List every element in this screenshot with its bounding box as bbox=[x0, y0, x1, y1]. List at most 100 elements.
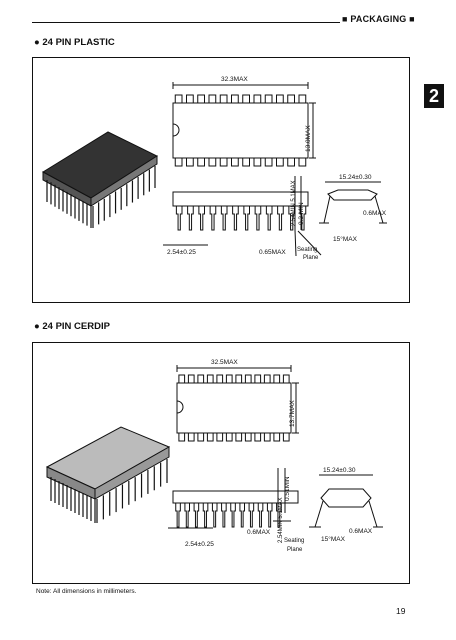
pin-lead bbox=[232, 205, 239, 231]
pin-lead bbox=[266, 502, 273, 528]
pin-lead bbox=[248, 502, 255, 528]
pin-outline bbox=[282, 374, 290, 384]
pin-lead bbox=[175, 205, 183, 231]
plastic-dim-min-standoff: 0.3 MIN bbox=[298, 202, 305, 225]
cerdip-dim-pitch: 2.54±0.25 bbox=[185, 541, 214, 548]
pin-outline bbox=[231, 94, 239, 104]
pin-lead bbox=[193, 502, 200, 528]
pin-outline bbox=[242, 157, 250, 167]
pin-outline bbox=[216, 374, 224, 384]
pin-lead bbox=[239, 502, 245, 528]
cerdip-dim-width: 13.7MAX bbox=[289, 400, 296, 427]
pin-lead bbox=[198, 205, 205, 231]
pin-outline bbox=[276, 157, 284, 167]
pin-outline bbox=[187, 374, 195, 384]
pin-outline bbox=[231, 157, 239, 167]
pin-outline bbox=[253, 157, 262, 167]
pin-outline bbox=[254, 374, 262, 384]
pin-outline bbox=[263, 432, 271, 442]
plastic-seating-label: Seating bbox=[297, 247, 317, 253]
pin-outline bbox=[263, 374, 271, 384]
pin-outline bbox=[282, 432, 290, 442]
pin-outline bbox=[219, 94, 228, 104]
pin-outline bbox=[287, 94, 295, 104]
cerdip-figure-box: 32.5MAX 13.7MAX 0.51MIN 2.54MIN 5.1MAX 1… bbox=[32, 342, 410, 584]
cerdip-section-title: ● 24 PIN CERDIP bbox=[34, 321, 110, 332]
section-tab: 2 bbox=[424, 84, 444, 108]
pin-outline bbox=[264, 94, 273, 104]
pin-outline bbox=[174, 157, 183, 167]
pin-lead bbox=[211, 502, 218, 528]
pin-outline bbox=[244, 374, 252, 384]
pin-outline bbox=[244, 432, 252, 442]
pin-lead bbox=[257, 502, 264, 528]
pin-outline bbox=[253, 94, 262, 104]
pin-outline bbox=[235, 374, 243, 384]
pin-lead bbox=[243, 205, 250, 231]
pin-outline bbox=[178, 432, 186, 442]
cerdip-dim-length: 32.5MAX bbox=[211, 359, 238, 366]
cerdip-dim-lead-angle: 15°MAX bbox=[321, 535, 346, 543]
dimension-note: Note: All dimensions in millimeters. bbox=[36, 588, 137, 595]
pin-outline bbox=[276, 94, 284, 104]
pin-outline bbox=[197, 94, 205, 104]
pin-lead bbox=[265, 205, 273, 231]
pin-outline bbox=[206, 374, 214, 384]
page-number: 19 bbox=[396, 606, 406, 616]
plastic-dim-row-spacing: 15.24±0.30 bbox=[339, 174, 372, 181]
cerdip-dim-min-standoff: 0.51MIN bbox=[284, 476, 291, 501]
pin-outline bbox=[216, 432, 224, 442]
pin-outline bbox=[197, 374, 205, 384]
pin-outline bbox=[287, 157, 295, 167]
pin-outline bbox=[197, 432, 205, 442]
pin-outline bbox=[186, 94, 194, 104]
pin-outline bbox=[197, 157, 205, 167]
pin-lead bbox=[187, 205, 194, 231]
plastic-plane-label: Plane bbox=[303, 255, 319, 261]
plastic-dim-length: 32.3MAX bbox=[221, 76, 248, 83]
cerdip-plane-label: Plane bbox=[287, 547, 303, 553]
pin-lead bbox=[202, 502, 209, 528]
pin-outline bbox=[186, 157, 194, 167]
pin-lead bbox=[277, 205, 284, 231]
plastic-dim-pitch: 2.54±0.25 bbox=[167, 249, 196, 256]
pin-outline bbox=[264, 157, 273, 167]
pin-outline bbox=[254, 432, 262, 442]
pin-outline bbox=[208, 157, 217, 167]
pin-outline bbox=[273, 374, 281, 384]
pin-outline bbox=[235, 432, 243, 442]
pin-lead bbox=[230, 502, 236, 528]
pin-lead bbox=[276, 502, 282, 528]
pin-outline bbox=[298, 157, 307, 167]
pin-lead bbox=[254, 205, 262, 231]
cerdip-seating-label: Seating bbox=[284, 538, 304, 544]
plastic-dim-lead-thickness: 0.6MAX bbox=[363, 210, 387, 217]
cerdip-dim-lead-width: 0.6MAX bbox=[247, 529, 271, 536]
pin-outline bbox=[187, 432, 195, 442]
pin-outline bbox=[225, 374, 233, 384]
plastic-dim-lead-width: 0.65MAX bbox=[259, 249, 286, 256]
pin-outline bbox=[208, 94, 217, 104]
pin-lead bbox=[184, 502, 190, 528]
plastic-figure-box: 32.3MAX 13.0MAX 0.3 MIN 2.54MIN 5.1MAX 1… bbox=[32, 57, 410, 303]
cerdip-package-drawing: 32.5MAX 13.7MAX 0.51MIN 2.54MIN 5.1MAX 1… bbox=[45, 359, 383, 553]
pin-lead bbox=[221, 502, 227, 528]
cerdip-dim-lead-thickness: 0.6MAX bbox=[349, 528, 373, 535]
cerdip-dim-height: 2.54MIN 5.1MAX bbox=[278, 497, 284, 543]
pin-outline bbox=[178, 374, 186, 384]
pin-lead bbox=[220, 205, 228, 231]
pin-outline bbox=[174, 94, 183, 104]
plastic-dim-width: 13.0MAX bbox=[305, 125, 312, 152]
plastic-dim-lead-angle: 15°MAX bbox=[333, 235, 358, 243]
cerdip-dim-row-spacing: 15.24±0.30 bbox=[323, 467, 356, 474]
header-rule bbox=[32, 22, 340, 23]
pin-outline bbox=[206, 432, 214, 442]
plastic-dim-height: 2.54MIN 5.1MAX bbox=[291, 180, 297, 226]
pin-lead bbox=[175, 502, 181, 528]
pin-lead bbox=[209, 205, 217, 231]
pin-outline bbox=[225, 432, 233, 442]
header-title: ■ PACKAGING ■ bbox=[342, 14, 415, 24]
plastic-section-title: ● 24 PIN PLASTIC bbox=[34, 37, 115, 48]
pin-outline bbox=[298, 94, 307, 104]
pin-outline bbox=[242, 94, 250, 104]
